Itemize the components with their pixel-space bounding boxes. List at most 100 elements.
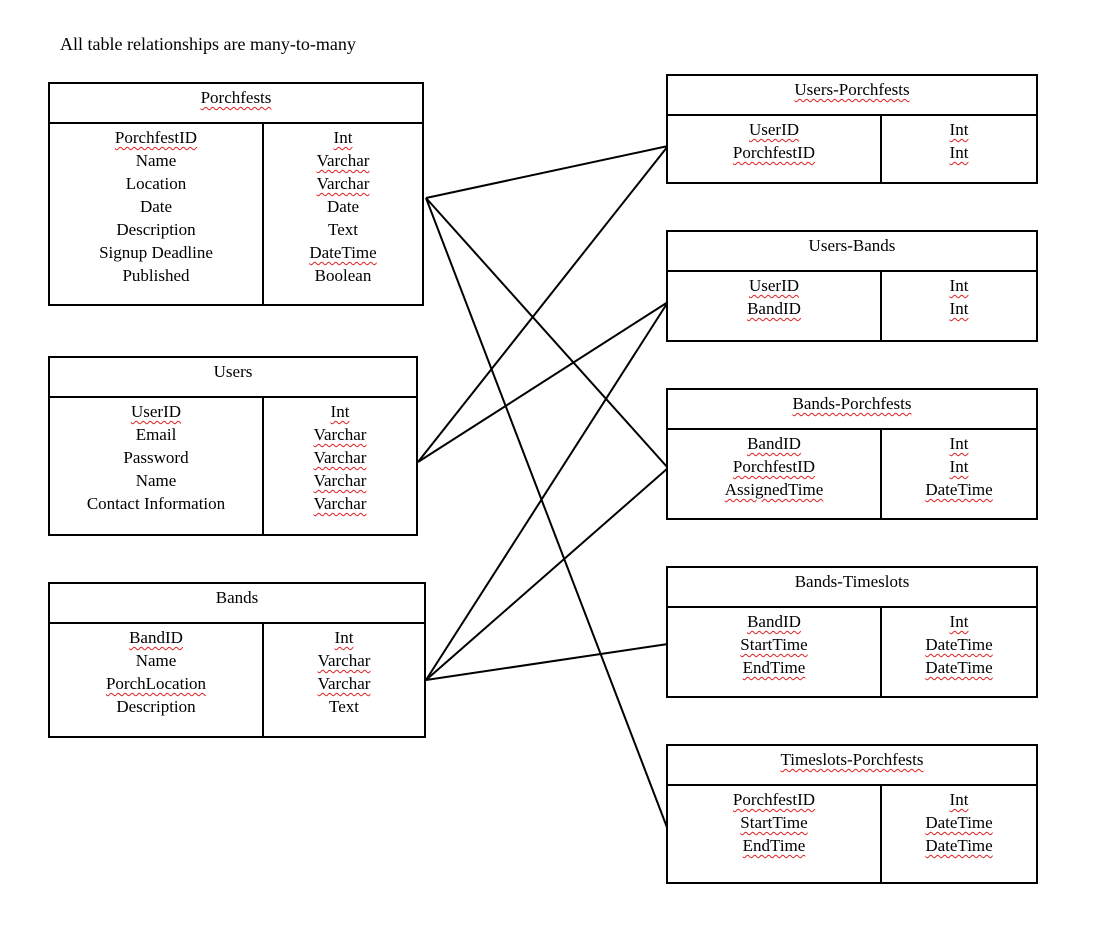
field-name: EndTime [742, 836, 806, 855]
field-name: Name [135, 151, 177, 170]
field-type: Varchar [313, 448, 367, 467]
field-name: Published [122, 266, 190, 285]
field-type: DateTime [309, 243, 377, 262]
field-type: DateTime [925, 813, 993, 832]
field-name: Signup Deadline [99, 243, 213, 262]
field-name: StartTime [740, 635, 808, 654]
field-type: Int [949, 120, 969, 139]
field-type: Int [949, 299, 969, 318]
field-type: Int [334, 628, 354, 647]
field-name: StartTime [740, 813, 808, 832]
field-name: PorchfestID [732, 143, 816, 162]
field-type: Text [328, 220, 358, 239]
field-name: BandID [747, 434, 801, 453]
field-type: Int [949, 434, 969, 453]
field-type: Int [949, 457, 969, 476]
relationship-line-bands-bands-timeslots [425, 643, 669, 681]
field-type: Varchar [317, 651, 371, 670]
field-type: Int [949, 143, 969, 162]
field-name: BandID [129, 628, 183, 647]
field-type: Varchar [313, 471, 367, 490]
table-title: Bands-Porchfests [668, 390, 1036, 430]
field-type: DateTime [925, 480, 993, 499]
field-type: Date [326, 197, 360, 216]
table-title: Bands [50, 584, 424, 624]
table-title-text: Bands-Timeslots [794, 572, 910, 591]
field-name: Name [135, 651, 177, 670]
field-type: Int [949, 790, 969, 809]
relationship-line-porchfests-users-porchfests [425, 145, 669, 199]
table-title-text: Timeslots-Porchfests [780, 750, 924, 769]
relationship-line-porchfests-bands-porchfests [425, 197, 669, 469]
field-name: BandID [747, 612, 801, 631]
table-title-text: Bands [215, 588, 259, 607]
relationship-line-bands-users-bands [425, 301, 669, 681]
table-title: Users [50, 358, 416, 398]
table-title-text: Users-Porchfests [794, 80, 910, 99]
field-name: AssignedTime [724, 480, 824, 499]
field-type: Varchar [313, 494, 367, 513]
field-type: Varchar [316, 174, 370, 193]
field-name: EndTime [742, 658, 806, 677]
field-name: Name [135, 471, 177, 490]
field-name: Password [123, 448, 189, 467]
field-type: DateTime [925, 836, 993, 855]
field-name: Description [116, 220, 196, 239]
table-title: Timeslots-Porchfests [668, 746, 1036, 786]
field-name: BandID [747, 299, 801, 318]
field-name: UserID [748, 120, 800, 139]
table-title: Porchfests [50, 84, 422, 124]
field-type: Text [329, 697, 359, 716]
field-type: Int [949, 612, 969, 631]
field-name: UserID [130, 402, 182, 421]
field-name: PorchLocation [105, 674, 207, 693]
relationship-line-users-users-porchfests [417, 145, 669, 463]
field-type: DateTime [925, 635, 993, 654]
field-name: Description [116, 697, 196, 716]
field-name: PorchfestID [732, 790, 816, 809]
table-title-text: Users [213, 362, 253, 381]
table-title: Users-Porchfests [668, 76, 1036, 116]
field-name: Email [135, 425, 177, 444]
table-title-text: Users-Bands [808, 236, 896, 255]
field-type: Int [333, 128, 353, 147]
diagram-note: All table relationships are many-to-many [60, 34, 356, 54]
field-name-column: UserID PorchfestID [668, 116, 882, 182]
field-type: Varchar [313, 425, 367, 444]
relationship-line-bands-bands-porchfests [425, 467, 669, 681]
table-title-text: Porchfests [200, 88, 272, 107]
field-name: Date [139, 197, 173, 216]
field-type: DateTime [925, 658, 993, 677]
field-type: Varchar [316, 151, 370, 170]
field-name: Contact Information [86, 494, 226, 513]
field-name: Location [125, 174, 187, 193]
field-type: Int [330, 402, 350, 421]
field-type: Int [949, 276, 969, 295]
field-type: Varchar [317, 674, 371, 693]
table-title-text: Bands-Porchfests [792, 394, 912, 413]
relationship-line-users-users-bands [417, 301, 669, 463]
